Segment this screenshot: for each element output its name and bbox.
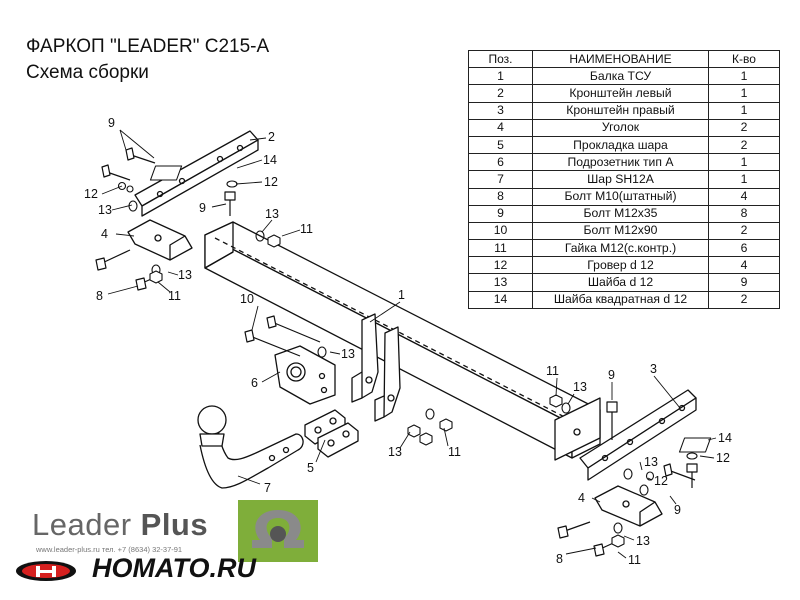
callout-13: 13 — [636, 534, 650, 548]
leader-plus-brand: Leader Plus — [32, 507, 208, 543]
callout-11: 11 — [168, 289, 181, 303]
socket-plate-part-6 — [274, 345, 336, 405]
cell-name: Кронштейн правый — [532, 101, 709, 120]
callout-8: 8 — [96, 289, 103, 303]
beam-part-1 — [204, 221, 601, 461]
leader-plus-logo-icon — [238, 500, 318, 562]
callout-12: 12 — [654, 474, 668, 488]
callout-13: 13 — [178, 268, 192, 282]
callout-9: 9 — [608, 368, 615, 382]
callout-12: 12 — [716, 451, 730, 465]
cell-pos: 12 — [468, 256, 533, 275]
cell-name: Шайба квадратная d 12 — [532, 290, 709, 309]
diagram-subtitle: Схема сборки — [26, 62, 149, 83]
callout-13: 13 — [98, 203, 112, 217]
homato-brand: HOMATO.RU — [92, 553, 256, 583]
callout-13: 13 — [341, 347, 355, 361]
brand-name-regular: Leader — [32, 507, 141, 542]
callout-9: 9 — [674, 503, 681, 517]
bolts-group — [95, 147, 698, 557]
callout-9: 9 — [199, 201, 206, 215]
callout-2: 2 — [268, 130, 275, 144]
callout-1: 1 — [398, 288, 405, 302]
callout-9: 9 — [108, 116, 115, 130]
callout-13: 13 — [388, 445, 402, 459]
callout-8: 8 — [556, 552, 563, 566]
callout-6: 6 — [251, 376, 258, 390]
leader-lines — [101, 129, 717, 559]
col-header-name: НАИМЕНОВАНИЕ — [532, 49, 709, 69]
callout-13: 13 — [573, 380, 587, 394]
brand-name-bold: Plus — [140, 507, 209, 542]
callout-11: 11 — [546, 364, 559, 378]
brand-contacts: www.leader-plus.ru тел. +7 (8634) 32-37-… — [36, 545, 183, 554]
diagram-title: ФАРКОП "LEADER" C215-A — [26, 36, 270, 57]
tow-ball-part-7 — [197, 405, 304, 489]
ball-shims-part-5 — [304, 409, 359, 458]
angle-part-4-right — [594, 485, 663, 527]
callout-5: 5 — [307, 461, 314, 475]
fasteners-group — [117, 165, 712, 548]
angle-part-4-left — [127, 219, 193, 261]
callout-12: 12 — [84, 187, 98, 201]
bracket-left-part-2 — [134, 130, 259, 217]
homato-logo-icon — [16, 561, 76, 581]
cell-name: Шайба d 12 — [532, 273, 709, 292]
callout-11: 11 — [628, 553, 641, 567]
callout-12: 12 — [264, 175, 278, 189]
callout-14: 14 — [718, 431, 732, 445]
callout-11: 11 — [448, 445, 461, 459]
cell-name: Болт М10(штатный) — [532, 187, 709, 206]
callout-7: 7 — [264, 481, 271, 495]
callout-13: 13 — [644, 455, 658, 469]
callout-4: 4 — [101, 227, 108, 241]
bracket-right-part-3 — [579, 389, 697, 481]
cell-pos: 14 — [468, 290, 533, 309]
callout-13: 13 — [265, 207, 279, 221]
callout-14: 14 — [263, 153, 277, 167]
callout-4: 4 — [578, 491, 585, 505]
cell-name: Шар SH12A — [532, 170, 709, 189]
cell-name: Гровер d 12 — [532, 256, 709, 275]
callout-10: 10 — [240, 292, 254, 306]
callout-11: 11 — [300, 222, 313, 236]
cell-qty: 2 — [708, 290, 780, 309]
callout-3: 3 — [650, 362, 657, 376]
